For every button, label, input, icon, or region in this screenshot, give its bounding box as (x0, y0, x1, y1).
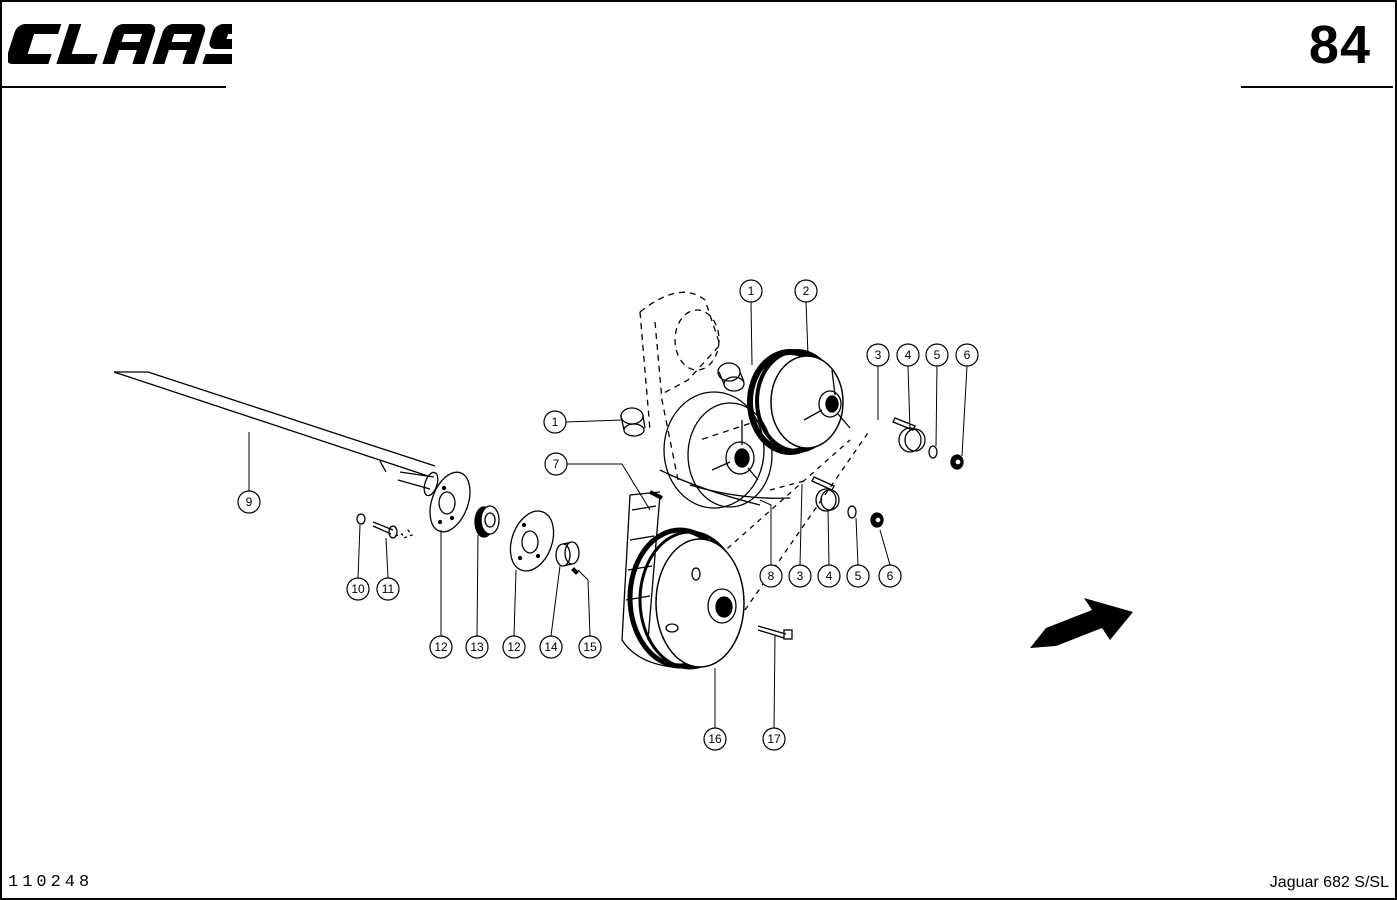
spring-washer-upper (928, 445, 938, 459)
nut-upper (950, 454, 964, 470)
callout-6-nut-lower: 6 (887, 569, 894, 583)
callout-1-bushing-upper: 1 (748, 284, 755, 298)
claas-logo (8, 24, 232, 64)
washer-small (356, 513, 366, 525)
callout-15-set-screw: 15 (583, 640, 597, 654)
header-rule-right (1241, 86, 1393, 88)
bushing-lower (620, 407, 646, 437)
nut-lower (870, 512, 884, 528)
callout-circles (237, 279, 979, 751)
callout-3-key-upper: 3 (875, 348, 882, 362)
bolt-leader (394, 528, 414, 539)
callout-10-washer: 10 (351, 582, 365, 596)
callout-8-idler: 8 (768, 569, 775, 583)
belt-splice (649, 490, 663, 500)
callout-11-bolt: 11 (382, 582, 395, 596)
phantom-bracket (639, 291, 761, 481)
flange-plate-left (429, 471, 471, 533)
direction-arrow-icon (1030, 598, 1133, 648)
callout-12-flange-left: 12 (434, 640, 448, 654)
callout-5-spring-washer-lower: 5 (855, 569, 862, 583)
key-upper (892, 417, 916, 431)
collar (555, 541, 580, 575)
drive-pulley-upper (747, 349, 851, 455)
bolt (372, 521, 398, 539)
hub-washer-upper (898, 427, 926, 453)
callout-4-washer-upper: 4 (905, 348, 912, 362)
callout-12-flange-right: 12 (507, 640, 521, 654)
hub-washer-lower (815, 488, 840, 512)
belt-guide-lines (719, 429, 871, 611)
callout-2-pulley: 2 (803, 284, 810, 298)
callout-9-shaft: 9 (246, 495, 253, 509)
key-lower (811, 476, 835, 491)
callout-14-collar: 14 (544, 640, 558, 654)
bearing (474, 505, 500, 538)
callout-16-pulley-lower: 16 (708, 732, 722, 746)
callout-7-belt: 7 (553, 457, 560, 471)
callout-17-pin: 17 (767, 732, 781, 746)
document-number: 110248 (8, 873, 94, 892)
shaft (113, 371, 439, 497)
idler-pulley (663, 391, 773, 509)
page-number: 84 (1308, 15, 1371, 75)
spring-washer-lower (847, 505, 857, 519)
callout-3-key-lower: 3 (797, 569, 804, 583)
pin (757, 625, 793, 640)
callout-4-washer-lower: 4 (826, 569, 833, 583)
header-rule-left (2, 86, 226, 88)
callout-13-bearing: 13 (470, 640, 484, 654)
callout-5-spring-washer-upper: 5 (934, 348, 941, 362)
callout-1-bushing-lower: 1 (552, 415, 559, 429)
drive-pulley-lower (627, 527, 745, 670)
leader-lines (248, 301, 968, 729)
callout-6-nut-upper: 6 (964, 348, 971, 362)
bushing-upper (717, 362, 745, 392)
flange-plate-right (509, 510, 555, 572)
model-name: Jaguar 682 S/SL (1269, 874, 1389, 891)
